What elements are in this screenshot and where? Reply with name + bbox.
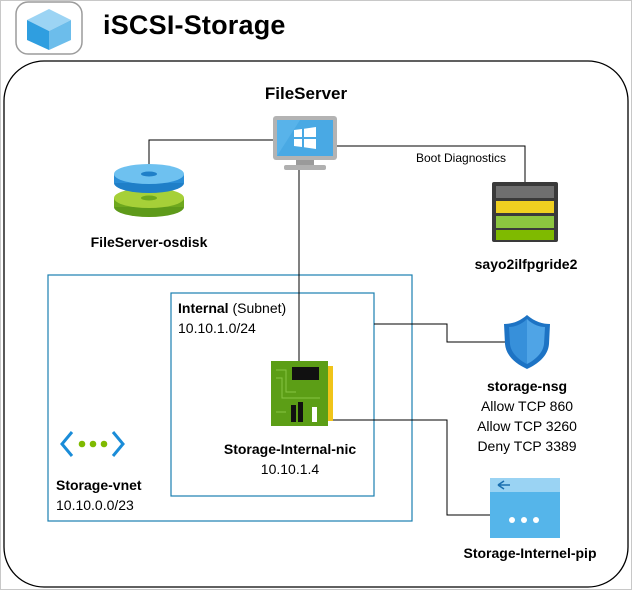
vnet-label: Storage-vnet bbox=[56, 477, 142, 493]
connectors bbox=[148, 139, 526, 516]
nic-card-icon bbox=[271, 361, 333, 426]
subnet-suffix: (Subnet) bbox=[232, 300, 287, 316]
disk-icon bbox=[114, 164, 184, 217]
vm-label: FileServer bbox=[264, 84, 348, 103]
pip-label: Storage-Internel-pip bbox=[463, 545, 597, 561]
nic-ip: 10.10.1.4 bbox=[260, 461, 320, 477]
page-title: iSCSI-Storage bbox=[103, 10, 286, 40]
storage-account-icon bbox=[492, 182, 558, 242]
public-ip-icon bbox=[490, 478, 560, 538]
nic-label: Storage-Internal-nic bbox=[223, 441, 357, 457]
shield-icon bbox=[504, 315, 550, 369]
subnet-name: Internal bbox=[178, 300, 229, 316]
nsg-rule: Deny TCP 3389 bbox=[477, 438, 577, 454]
nsg-rule: Allow TCP 3260 bbox=[477, 418, 577, 434]
resource-group-container bbox=[3, 60, 629, 588]
subnet-label: Internal (Subnet) bbox=[178, 300, 286, 316]
boot-diagnostics-label: Boot Diagnostics bbox=[416, 151, 507, 165]
subnet-cidr: 10.10.1.0/24 bbox=[178, 320, 256, 336]
nsg-label: storage-nsg bbox=[486, 378, 568, 394]
nsg-rule: Allow TCP 860 bbox=[480, 398, 574, 414]
storage-account-label: sayo2ilfpgride2 bbox=[474, 256, 578, 272]
vnet-cidr: 10.10.0.0/23 bbox=[56, 497, 134, 513]
monitor-windows-icon bbox=[273, 116, 337, 170]
cube-icon bbox=[15, 1, 83, 55]
vnet-icon bbox=[60, 431, 125, 457]
disk-label: FileServer-osdisk bbox=[90, 234, 208, 250]
